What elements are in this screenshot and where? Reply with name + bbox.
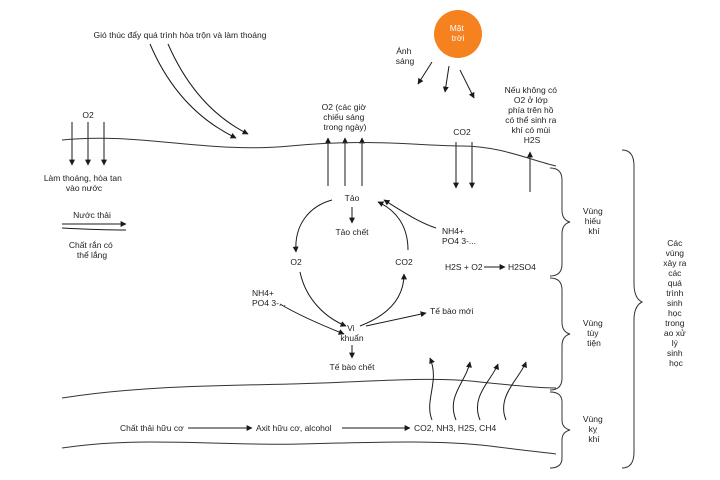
co2-to-algae-arrow [377, 201, 409, 251]
dead-cells-label: Tế bào chết [330, 362, 376, 372]
sun-icon [434, 10, 482, 58]
anaerobic-zone-brace [549, 391, 571, 469]
nutrients-to-algae-arrow [383, 199, 437, 229]
processes-brace [621, 149, 644, 469]
wastewater-arrow [61, 227, 127, 231]
facultative-zone-brace [549, 277, 571, 391]
co2-surface-label: CO2 [453, 127, 471, 137]
o2-to-bacteria-arrow [299, 271, 347, 327]
organic-acids-label: Axit hữu cơ, alcohol [256, 423, 332, 433]
facultative-zone-label: Vùng tùy tiện [583, 318, 605, 348]
aeration-label: Làm thoáng, hòa tan vào nước [44, 173, 124, 193]
processes-label: Các vùng xảy ra các quá trình sinh học t… [663, 238, 689, 368]
sun-label: Mặt trời [450, 23, 467, 43]
light-ray-arrow [459, 69, 475, 99]
o2-daylight-label: O2 (các giờ chiếu sáng trong ngày) [322, 102, 369, 132]
light-ray-arrow [442, 65, 450, 93]
settleable-solids-label: Chất rắn có thể lắng [69, 240, 115, 260]
h2s-note: Nếu không có O2 ở lớp phía trên hồ có th… [505, 85, 560, 145]
bacteria-to-new-cells-arrow [365, 311, 427, 327]
nutrients-to-bacteria-arrow [279, 303, 345, 335]
pond-bottom-line [61, 441, 557, 455]
light-ray-arrow [417, 61, 433, 85]
algae-label: Tảo [345, 193, 360, 203]
wind-label: Gió thúc đẩy quá trình hòa trộn và làm t… [94, 30, 267, 40]
wind-arrow [149, 43, 237, 139]
dead-algae-label: Tảo chết [335, 227, 369, 237]
gas-rise-arrow [452, 361, 472, 421]
water-surface-line [61, 137, 557, 167]
algae-to-o2-arrow [292, 199, 333, 253]
h2s-reaction-left: H2S + O2 [445, 262, 483, 272]
gas-rise-arrow [477, 363, 499, 421]
anaerobic-zone-label: Vùng kỵ khí [583, 414, 605, 444]
gas-rise-arrow [503, 361, 527, 421]
o2-cycle-label: O2 [290, 257, 302, 267]
organic-waste-label: Chất thải hữu cơ [120, 423, 184, 433]
nutrients-left-label: NH4+ PO4 3-... [252, 288, 286, 308]
o2-surface-label: O2 [82, 110, 94, 120]
aerobic-zone-label: Vùng hiếu khí [583, 206, 605, 236]
co2-cycle-label: CO2 [395, 257, 413, 267]
aerobic-zone-brace [549, 167, 571, 277]
gases-label: CO2, NH3, H2S, CH4 [414, 423, 496, 433]
gas-rise-arrow [429, 357, 435, 421]
sludge-top-line [61, 378, 557, 399]
bacteria-to-co2-arrow [359, 273, 407, 327]
wind-arrow [167, 43, 249, 135]
wastewater-label: Nước thải [73, 210, 111, 220]
h2s-reaction-right: H2SO4 [508, 262, 536, 272]
new-cells-label: Tế bào mới [430, 306, 473, 316]
light-label: Ánh sáng [396, 46, 415, 66]
nutrients-right-label: NH4+ PO4 3-... [442, 226, 476, 246]
bacteria-label: Vi khuẩn [340, 323, 363, 343]
